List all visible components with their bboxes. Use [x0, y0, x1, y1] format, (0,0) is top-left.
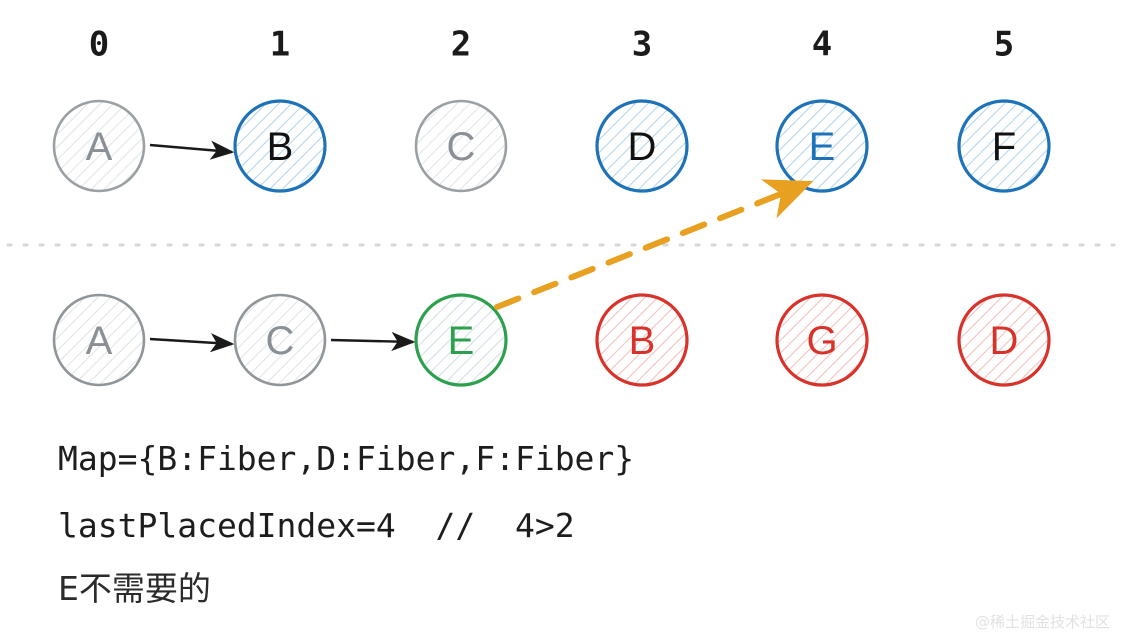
node-circle-B — [233, 99, 327, 193]
node-label-A: A — [86, 319, 113, 363]
node-circle-A — [52, 99, 146, 193]
node-old-children-row-E-4[interactable]: E — [775, 99, 869, 193]
node-new-children-row-G-4[interactable]: G — [775, 293, 869, 387]
column-index-labels: 0 1 2 3 4 5 — [89, 25, 1014, 65]
node-circle-F — [957, 99, 1051, 193]
node-circle-A — [52, 293, 146, 387]
node-label-G: G — [806, 319, 837, 363]
column-index-1: 1 — [270, 25, 290, 65]
node-circle-D — [957, 293, 1051, 387]
node-new-children-row-C-1[interactable]: C — [233, 293, 327, 387]
node-circle-C — [233, 293, 327, 387]
column-index-5: 5 — [994, 25, 1014, 65]
caption-map: Map={B:Fiber,D:Fiber,F:Fiber} — [58, 439, 634, 478]
node-label-E: E — [448, 319, 475, 363]
node-old-children-row-B-1[interactable]: B — [233, 99, 327, 193]
solid-arrow-group — [149, 140, 416, 353]
node-label-D: D — [628, 125, 657, 169]
node-label-F: F — [992, 125, 1016, 169]
node-label-A: A — [86, 125, 113, 169]
node-label-D: D — [990, 319, 1019, 363]
caption-note: E不需要的 — [58, 569, 211, 608]
node-circle-E — [775, 99, 869, 193]
node-circle-G — [775, 293, 869, 387]
caption-lastplacedindex: lastPlacedIndex=4 // 4>2 — [58, 506, 575, 545]
node-circle-C — [414, 99, 508, 193]
column-index-4: 4 — [812, 25, 832, 65]
column-index-3: 3 — [632, 25, 652, 65]
node-new-children-row-E-2[interactable]: E — [414, 293, 508, 387]
arrow-c-to-e — [330, 331, 416, 352]
node-label-E: E — [809, 125, 836, 169]
node-new-children-row-B-3[interactable]: B — [595, 293, 689, 387]
arrow-a-to-b — [149, 140, 235, 160]
node-old-children-row-F-5[interactable]: F — [957, 99, 1051, 193]
node-label-B: B — [629, 319, 656, 363]
watermark: @稀土掘金技术社区 — [975, 613, 1110, 631]
node-old-children-row-A-0[interactable]: A — [52, 99, 146, 193]
node-circle-E — [414, 293, 508, 387]
arrow-a-to-c — [149, 333, 235, 353]
node-circle-B — [595, 293, 689, 387]
node-new-children-row-A-0[interactable]: A — [52, 293, 146, 387]
node-label-B: B — [267, 125, 294, 169]
node-label-C: C — [266, 319, 295, 363]
column-index-2: 2 — [451, 25, 471, 65]
old-children-row: A B C D E F — [52, 99, 1051, 193]
node-new-children-row-D-5[interactable]: D — [957, 293, 1051, 387]
node-circle-D — [595, 99, 689, 193]
node-label-C: C — [447, 125, 476, 169]
column-index-0: 0 — [89, 25, 109, 65]
node-old-children-row-D-3[interactable]: D — [595, 99, 689, 193]
reuse-match-arrow — [494, 179, 814, 310]
node-old-children-row-C-2[interactable]: C — [414, 99, 508, 193]
caption-block: Map={B:Fiber,D:Fiber,F:Fiber} lastPlacedI… — [58, 439, 634, 608]
